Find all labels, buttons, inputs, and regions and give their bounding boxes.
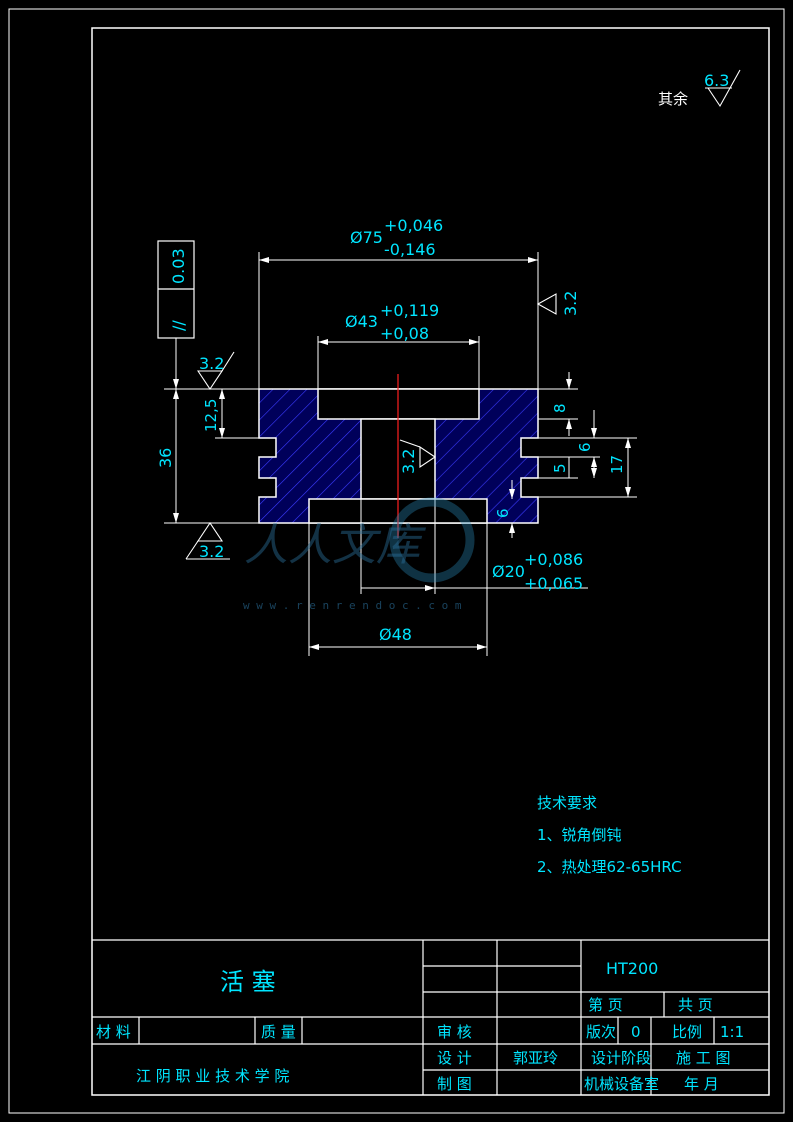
dim-d75-lower: -0,146 xyxy=(384,240,436,259)
dim-h5: 5 xyxy=(551,463,569,473)
mass-label: 质 量 xyxy=(261,1023,296,1041)
watermark-url: w w w . r e n r e n d o c . c o m xyxy=(243,599,462,612)
dim-d20-lower: +0,065 xyxy=(524,574,583,593)
tolerance-value: 0.03 xyxy=(169,248,188,284)
school-name: 江 阴 职 业 技 术 学 院 xyxy=(136,1067,289,1085)
scale-label: 比例 xyxy=(672,1023,702,1041)
dim-d20: Ø20 xyxy=(492,562,525,581)
roughness-bore-value: 3.2 xyxy=(399,449,418,474)
roughness-general-label: 其余 xyxy=(658,90,688,108)
dim-d43-lower: +0,08 xyxy=(380,324,429,343)
parallelism-tolerance-frame xyxy=(157,240,195,389)
material-label: 材 料 xyxy=(96,1023,131,1041)
dim-d43-upper: +0,119 xyxy=(380,301,439,320)
part-name: 活 塞 xyxy=(220,968,276,996)
department: 机械设备室 xyxy=(584,1075,659,1093)
tech-req-item-1: 1、锐角倒钝 xyxy=(537,826,622,844)
dim-d20-upper: +0,086 xyxy=(524,550,583,569)
version-label: 版次 xyxy=(586,1023,616,1041)
designer-name: 郭亚玲 xyxy=(513,1049,558,1067)
dim-h6-upper: 6 xyxy=(576,442,594,452)
roughness-bottom-value: 3.2 xyxy=(199,542,224,561)
version-value: 0 xyxy=(631,1023,641,1041)
review-label: 审 核 xyxy=(437,1023,472,1041)
dim-h36: 36 xyxy=(156,448,175,468)
design-label: 设 计 xyxy=(437,1049,472,1067)
dim-d43: Ø43 xyxy=(345,312,378,331)
roughness-symbols xyxy=(185,69,741,560)
dim-d48: Ø48 xyxy=(379,625,412,644)
stage-label: 设计阶段 xyxy=(591,1049,651,1067)
dim-h6-lower: 6 xyxy=(494,508,512,518)
drawing-label: 制 图 xyxy=(437,1075,472,1093)
watermark-text: 人人文库 xyxy=(244,520,427,571)
stage-value: 施 工 图 xyxy=(676,1049,731,1067)
dimension-lines xyxy=(164,252,637,656)
tech-req-item-2: 2、热处理62-65HRC xyxy=(537,858,682,876)
material-value: HT200 xyxy=(606,959,658,978)
tech-req-title: 技术要求 xyxy=(537,794,597,812)
dim-d75-upper: +0,046 xyxy=(384,216,443,235)
roughness-top-value: 3.2 xyxy=(561,291,580,316)
sheet-label: 第 页 xyxy=(588,996,623,1014)
dim-h8: 8 xyxy=(551,403,569,413)
inner-border xyxy=(91,27,770,1096)
total-sheets-label: 共 页 xyxy=(678,996,713,1014)
dim-h17: 17 xyxy=(608,455,626,474)
parallel-symbol: // xyxy=(169,320,188,331)
dim-h12-5: 12,5 xyxy=(202,399,220,432)
year-month: 年 月 xyxy=(684,1075,719,1093)
roughness-general-value: 6.3 xyxy=(704,71,729,90)
outer-border xyxy=(8,8,785,1114)
roughness-left-value: 3.2 xyxy=(199,354,224,373)
part-section xyxy=(258,374,539,538)
scale-value: 1:1 xyxy=(720,1023,744,1041)
dim-d75: Ø75 xyxy=(350,228,383,247)
roughness-general-symbol xyxy=(707,69,741,108)
watermark xyxy=(389,497,475,583)
title-block xyxy=(92,939,769,1095)
